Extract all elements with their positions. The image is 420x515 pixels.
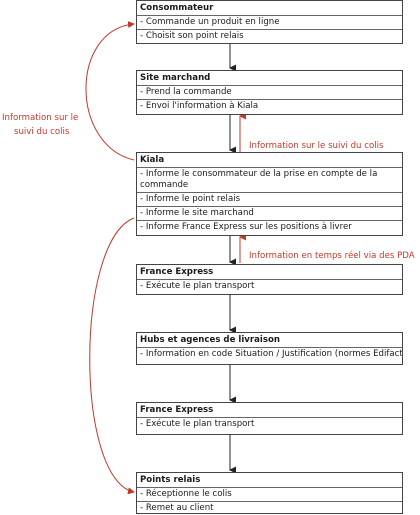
box-line: - Informe le site marchand xyxy=(137,207,402,221)
box-kiala: Kiala - Informe le consommateur de la pr… xyxy=(136,152,403,236)
box-hubs-agences: Hubs et agences de livraison - Informati… xyxy=(136,332,403,365)
box-line: - Exécute le plan transport xyxy=(140,419,255,429)
box-line: - Remet au client xyxy=(140,503,214,513)
box-title: France Express xyxy=(137,403,402,418)
box-line: - Prend la commande xyxy=(137,86,402,100)
box-points-relais: Points relais - Réceptionne le colis - R… xyxy=(136,472,403,514)
box-title: Kiala xyxy=(137,153,402,168)
annotation-left-feedback-line1: Information sur le xyxy=(2,113,79,123)
annotation-pda-feedback: Information en temps réel via des PDA xyxy=(249,251,415,261)
box-line: - Informe le point relais xyxy=(137,193,402,207)
box-line: - Réceptionne le colis xyxy=(137,488,402,502)
box-site-marchand: Site marchand - Prend la commande - Envo… xyxy=(136,70,403,115)
box-line: - Informe France Express sur les positio… xyxy=(140,222,352,232)
box-line: - Information en code Situation / Justif… xyxy=(140,349,402,359)
annotation-left-feedback-line2: suivi du colis xyxy=(14,127,70,137)
curve-kiala-to-consommateur xyxy=(85,21,135,161)
box-line: - Choisit son point relais xyxy=(140,31,244,41)
box-title: France Express xyxy=(137,265,402,280)
box-france-express-2: France Express - Exécute le plan transpo… xyxy=(136,402,403,435)
box-france-express-1: France Express - Exécute le plan transpo… xyxy=(136,264,403,295)
box-title: Points relais xyxy=(137,473,402,488)
curve-kiala-to-points-relais xyxy=(89,217,135,495)
box-title: Site marchand xyxy=(137,71,402,86)
annotation-site-feedback: Information sur le suivi du colis xyxy=(249,141,384,151)
box-line: - Exécute le plan transport xyxy=(140,281,255,291)
box-consommateur: Consommateur - Commande un produit en li… xyxy=(136,0,403,44)
box-title: Consommateur xyxy=(137,1,402,16)
box-title: Hubs et agences de livraison xyxy=(137,333,402,348)
box-line: - Envoi l'information à Kiala xyxy=(140,101,259,111)
box-line: - Informe le consommateur de la prise en… xyxy=(137,168,402,193)
box-line: - Commande un produit en ligne xyxy=(137,16,402,30)
